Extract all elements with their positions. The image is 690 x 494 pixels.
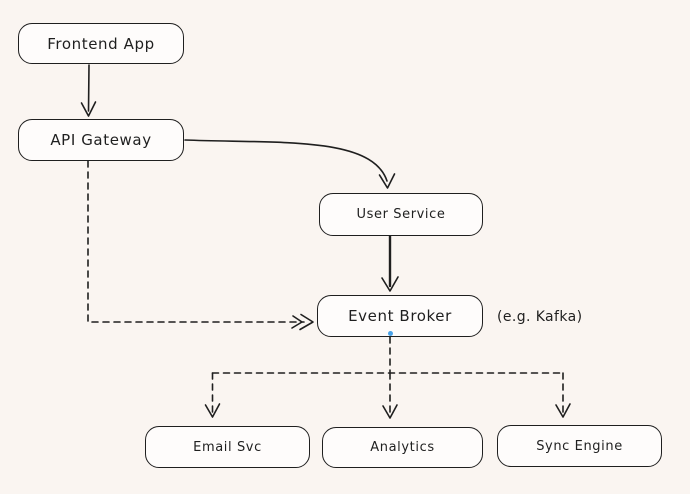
connector-point — [388, 331, 393, 336]
node-api-gateway[interactable]: API Gateway — [18, 119, 184, 161]
node-event-broker[interactable]: Event Broker — [317, 295, 483, 337]
node-event-broker-label: Event Broker — [348, 307, 452, 325]
edge-user-service-to-broker — [381, 234, 399, 292]
node-sync-engine-label: Sync Engine — [536, 438, 623, 454]
edge-gateway-to-user-service — [184, 139, 396, 189]
node-sync-engine[interactable]: Sync Engine — [497, 425, 662, 467]
node-user-service[interactable]: User Service — [319, 193, 483, 236]
node-email-svc[interactable]: Email Svc — [145, 426, 310, 468]
node-frontend-app-label: Frontend App — [47, 34, 155, 53]
node-user-service-label: User Service — [356, 207, 446, 222]
node-email-svc-label: Email Svc — [193, 439, 262, 455]
edge-broker-fanout-dashed — [204, 336, 571, 419]
node-analytics-label: Analytics — [370, 440, 435, 455]
edge-gateway-to-broker-dashed — [87, 160, 314, 331]
edge-frontend-to-gateway — [80, 64, 97, 117]
kafka-annotation: (e.g. Kafka) — [497, 309, 583, 325]
node-frontend-app[interactable]: Frontend App — [18, 23, 184, 64]
node-analytics[interactable]: Analytics — [322, 427, 483, 468]
node-api-gateway-label: API Gateway — [50, 131, 152, 149]
